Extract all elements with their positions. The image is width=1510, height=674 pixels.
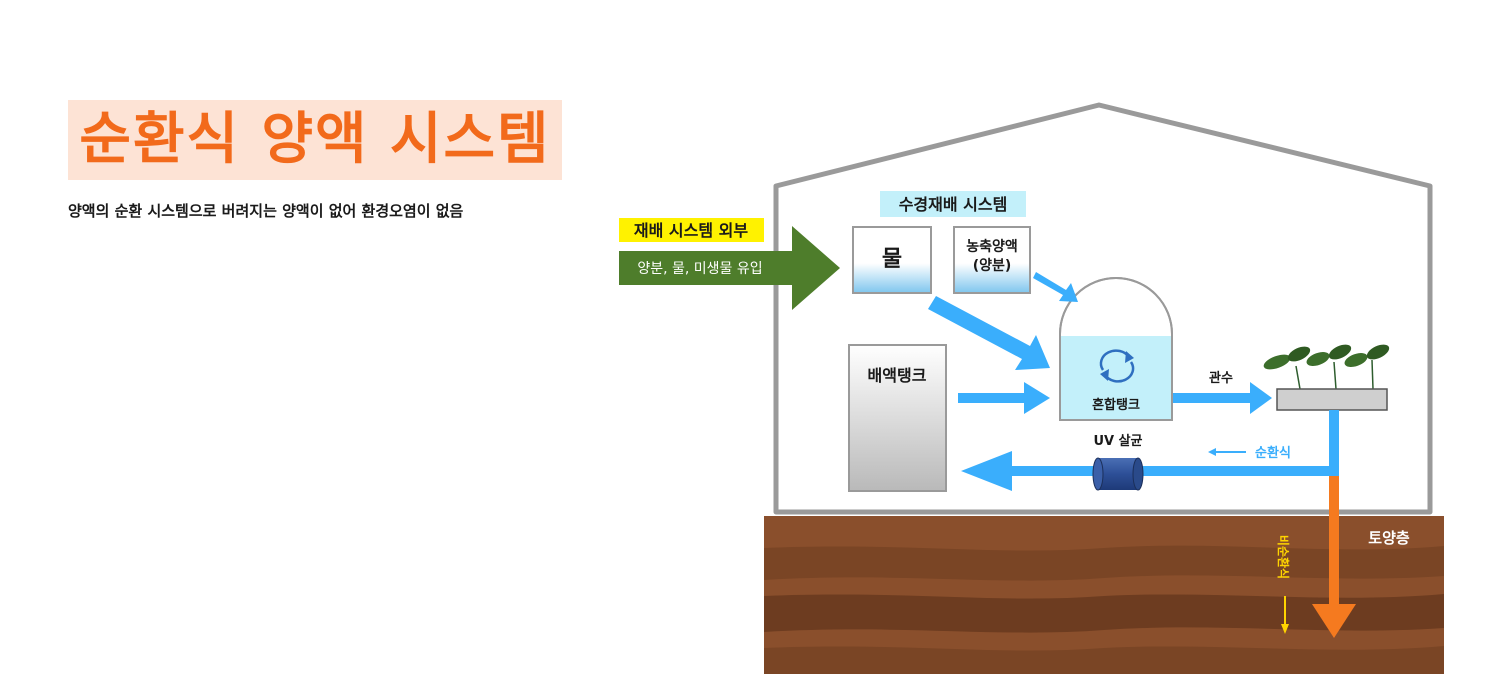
- drain-tank-label: 배액탱크: [868, 366, 927, 385]
- recycle-icon: [1099, 349, 1135, 383]
- soil-layer: [764, 516, 1444, 674]
- page-subtitle: 양액의 순환 시스템으로 버려지는 양액이 없어 환경오염이 없음: [68, 202, 464, 220]
- soil-label: 토양층: [1368, 529, 1410, 547]
- concentrate-tank: [953, 226, 1031, 294]
- concentrate-label-line2: (양분): [973, 258, 1012, 274]
- plant-bed: [1263, 344, 1390, 411]
- non-circulating-label: 비순환식: [1276, 535, 1291, 579]
- irrigation-label: 관수: [1209, 370, 1233, 386]
- concentrate-label-line1: 농축양액: [966, 238, 1018, 255]
- inflow-label: 양분, 물, 미생물 유입: [637, 261, 762, 277]
- water-label: 물: [882, 247, 902, 272]
- return-pipe: [961, 410, 1339, 491]
- water-to-mix-arrow: [928, 296, 1050, 370]
- drain-to-mix-arrow: [958, 382, 1050, 414]
- water-tank: [852, 226, 932, 294]
- irrigation-arrow: [1173, 382, 1272, 414]
- inflow-arrow: [619, 226, 840, 310]
- outside-label: 재배 시스템 외부: [634, 221, 748, 240]
- circulating-arrow: [1208, 448, 1246, 456]
- circulating-label: 순환식: [1255, 445, 1291, 461]
- concentrate-to-mix-arrow: [1033, 272, 1078, 302]
- title-banner: 순환식 양액 시스템: [68, 100, 562, 180]
- page-title: 순환식 양액 시스템: [79, 107, 551, 172]
- drain-tank: [848, 344, 947, 492]
- mixing-tank: [1059, 277, 1173, 421]
- system-label: 수경재배 시스템: [899, 195, 1008, 214]
- mixing-tank-label: 혼합탱크: [1092, 397, 1140, 413]
- outside-label-bg: [619, 218, 764, 242]
- soil-drain-arrow: [1312, 476, 1356, 638]
- non-circulating-arrow: [1281, 596, 1289, 634]
- uv-sterilizer: [1092, 457, 1144, 491]
- system-label-bg: [880, 191, 1026, 217]
- uv-label: UV 살균: [1093, 433, 1142, 449]
